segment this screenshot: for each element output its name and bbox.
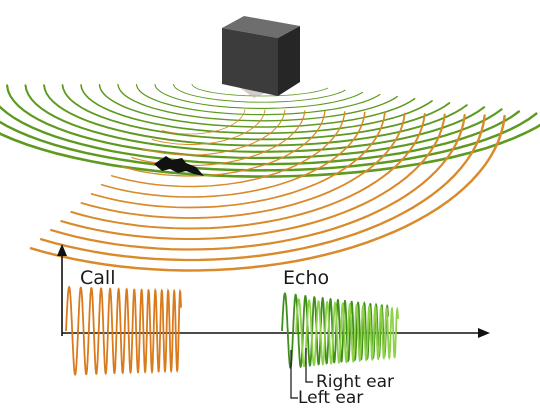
reflected-wave-arc <box>43 84 468 147</box>
emitted-wave-arc <box>29 114 506 272</box>
emitted-wave-arc <box>70 113 426 230</box>
reflected-wave-arc <box>0 105 521 166</box>
left-ear-marker <box>290 350 298 399</box>
y-axis-arrow <box>57 244 67 256</box>
echo-waveform-right-ear <box>295 298 399 368</box>
emitted-wave-arc <box>151 109 266 145</box>
left-ear-label: Left ear <box>298 388 363 408</box>
signal-plot: Call Echo Right ear Left ear <box>57 244 490 408</box>
reflected-wave-arc <box>24 84 486 153</box>
emitted-wave-arc <box>90 112 386 209</box>
right-ear-label: Right ear <box>316 372 394 392</box>
call-waveform <box>65 285 182 376</box>
call-label: Call <box>80 267 115 289</box>
emitted-wave-arc <box>110 111 346 188</box>
echo-waveform-left-ear <box>281 292 389 369</box>
cube-front-face <box>222 28 278 96</box>
reflected-wave-arc <box>80 84 433 135</box>
emitted-wave-arc <box>50 113 466 251</box>
emitted-wave-arc <box>80 112 406 219</box>
emitted-wave-arc <box>60 113 446 241</box>
echo-label: Echo <box>283 267 329 289</box>
cube-obstacle-icon <box>222 16 300 98</box>
reflected-wave-arc <box>0 112 538 172</box>
emitted-wave-arc <box>141 109 286 156</box>
emitted-wave-arc <box>161 108 246 135</box>
emitted-wave-arc <box>100 111 366 198</box>
cube-side-face <box>278 26 300 96</box>
emitted-wave-arc <box>39 114 486 262</box>
reflected-wave-arc <box>98 84 416 128</box>
reflected-wave-arc <box>135 83 381 116</box>
bat-silhouette-icon <box>154 156 204 176</box>
reflected-wave-arc <box>61 84 451 141</box>
reflected-wave-arc <box>173 83 346 103</box>
emitted-wave-arc <box>121 110 326 177</box>
right-ear-marker <box>305 348 313 383</box>
cube-top-face <box>222 16 300 38</box>
reflected-wave-arc <box>191 83 329 97</box>
x-axis-arrow <box>478 328 490 338</box>
reflected-wave-arc <box>154 83 364 109</box>
